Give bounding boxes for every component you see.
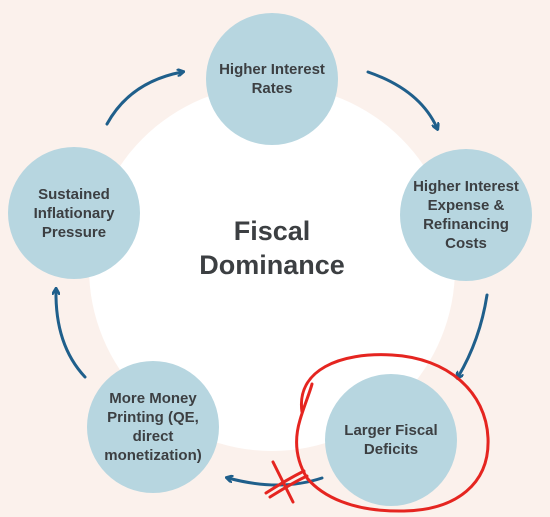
node-label-more-money-printing: More Money Printing (QE, direct monetiza… [104, 390, 202, 464]
node-circle-higher-interest-expense [400, 149, 532, 281]
red-x-stroke-2 [264, 469, 306, 495]
diagram-title: Fiscal Dominance [199, 216, 345, 280]
node-circle-sustained-inflationary-pressure [8, 147, 140, 279]
node-label-sustained-inflationary-pressure: Sustained Inflationary Pressure [33, 185, 115, 241]
central-hub [89, 85, 455, 451]
node-label-larger-fiscal-deficits: Larger Fiscal Deficits [344, 422, 438, 458]
red-x-stroke-3 [268, 474, 309, 499]
node-label-higher-interest-expense: Higher Interest Expense & Refinancing Co… [413, 178, 519, 252]
node-circle-higher-interest-rates [206, 13, 338, 145]
red-annotation-circle [295, 353, 490, 513]
node-circle-larger-fiscal-deficits [325, 374, 457, 506]
arrow-expense-to-deficits [458, 293, 489, 377]
arrow-printing-to-inflation [56, 290, 87, 379]
arrow-inflation-to-rates [105, 72, 182, 126]
node-circle-more-money-printing [87, 361, 219, 493]
arrow-rates-to-expense [366, 70, 437, 128]
node-label-higher-interest-rates: Higher Interest Rates [219, 61, 325, 97]
